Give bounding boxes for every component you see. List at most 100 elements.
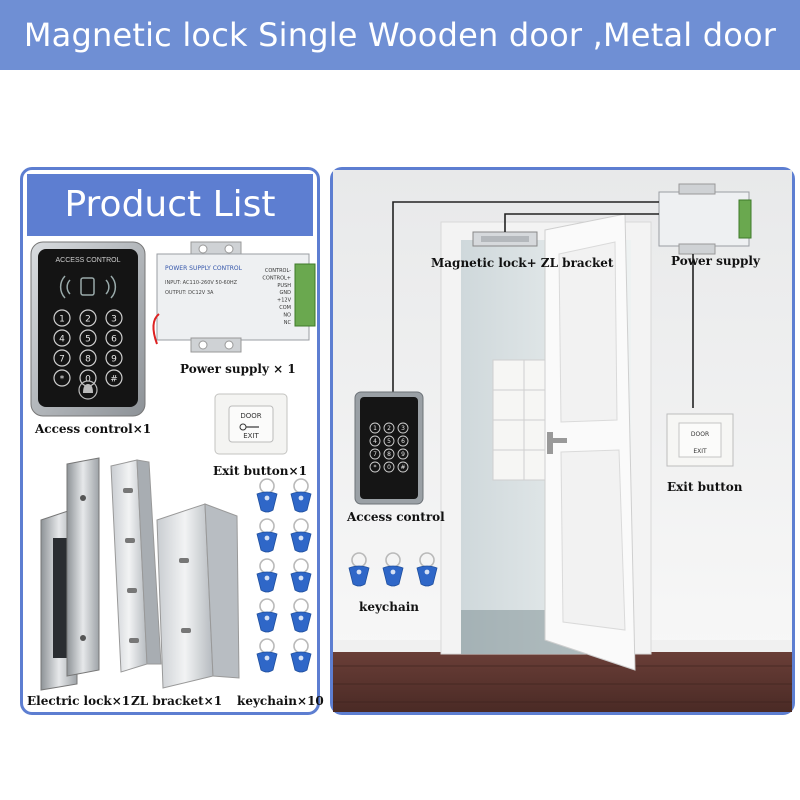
diagram-keypad-key-label: 2 (387, 425, 391, 432)
power-box-terminal-label: NC (284, 320, 292, 326)
keypad-key (53, 309, 71, 327)
keypad-keys: 1 2 3 4 5 6 7 8 9 * 0 # (53, 309, 123, 387)
keypad-key (105, 309, 123, 327)
diagram-keypad-key-label: 1 (373, 425, 377, 432)
keypad-key-label: 9 (111, 355, 117, 365)
diagram-keypad-key-label: 4 (373, 438, 377, 445)
keypad-key-label: 6 (111, 335, 117, 345)
keypad-key (53, 369, 71, 387)
diagram-keypad-key (369, 461, 381, 473)
power-box-terminal-label: GND (280, 290, 292, 296)
diagram-keypad-key (383, 448, 395, 460)
keychain-fob (256, 598, 278, 633)
diagram-keypad-key-label: 6 (401, 438, 405, 445)
keychain-fob (290, 558, 312, 593)
diagram-keypad-key (383, 435, 395, 447)
label-magnetic-lock: Magnetic lock+ ZL bracket (431, 256, 614, 270)
caption-zl-bracket: ZL bracket×1 (131, 694, 223, 708)
diagram-keypad-key-label: * (374, 464, 377, 471)
diagram-keypad-key (369, 448, 381, 460)
keypad-key-label: 7 (59, 355, 65, 365)
keypad-key (105, 349, 123, 367)
diagram-keypad-key-label: 3 (401, 425, 405, 432)
power-box-output: OUTPUT: DC12V 3A (165, 290, 214, 296)
diagram-keypad-key (397, 422, 409, 434)
power-box-terminal-label: CONTROL+ (262, 275, 291, 281)
electric-lock-image (40, 457, 100, 691)
diagram-keychain-fob (382, 552, 404, 587)
power-box-terminal-label: NO (283, 312, 291, 318)
power-supply-image: POWER SUPPLY CONTROL INPUT: AC110-260V 5… (152, 241, 316, 353)
keypad-key (105, 369, 123, 387)
keypad-key-label: 2 (85, 315, 91, 325)
keypad-key (53, 349, 71, 367)
diagram-keypad-key (369, 422, 381, 434)
keychain-fobs-image (256, 478, 312, 673)
label-power-supply: Power supply (671, 254, 760, 268)
keychain-fob (256, 558, 278, 593)
product-list-panel: Product List ACCESS CONTROL 1 2 3 4 5 6 7 8 9 * 0 #… (20, 167, 324, 715)
caption-exit-button: Exit button×1 (213, 464, 307, 478)
keypad-key-label: 4 (59, 335, 65, 345)
diagram-keypad-key-label: 0 (387, 464, 391, 471)
keychain-fob (290, 478, 312, 513)
keypad-key-label: 3 (111, 315, 117, 325)
keypad-header-text: ACCESS CONTROL (56, 257, 121, 264)
keychain-fob (256, 518, 278, 553)
diagram-keypad-key-label: # (400, 464, 405, 471)
caption-electric-lock: Electric lock×1 (27, 694, 131, 708)
keychain-fob (256, 478, 278, 513)
diagram-keypad-key-label: 5 (387, 438, 391, 445)
diagram-keypad-key-label: 8 (387, 451, 391, 458)
keychain-fob (290, 518, 312, 553)
power-box-terminal-label: COM (279, 305, 291, 311)
power-box-input: INPUT: AC110-260V 50-60HZ (165, 280, 238, 286)
diagram-keychains (348, 552, 438, 587)
power-box-terminal-label: CONTROL- (265, 268, 291, 274)
diagram-keypad-key (397, 448, 409, 460)
keypad-key (79, 309, 97, 327)
keychain-fob (290, 638, 312, 673)
keypad-key (79, 329, 97, 347)
caption-access-control: Access control×1 (35, 422, 152, 436)
exit-plate-exit-text: EXIT (243, 432, 259, 440)
power-box-terminal-label: PUSH (277, 283, 291, 289)
keypad-key-label: 0 (85, 375, 91, 385)
caption-keychain: keychain×10 (237, 694, 324, 708)
diagram-keypad-keys: 1 2 3 4 5 6 7 8 9 * 0 # (369, 422, 409, 473)
keypad-key (105, 329, 123, 347)
access-control-keypad-image: ACCESS CONTROL 1 2 3 4 5 6 7 8 9 * 0 # (30, 241, 146, 417)
power-box-terminal-label: +12V (277, 298, 292, 304)
label-keychain: keychain (359, 600, 420, 614)
keychain-fob (290, 598, 312, 633)
zl-bracket-image (110, 459, 240, 689)
diagram-keypad-key-label: 7 (373, 451, 377, 458)
keypad-key-label: 5 (85, 335, 91, 345)
keypad-key-label: * (60, 375, 65, 385)
caption-power-supply: Power supply × 1 (180, 362, 296, 376)
keypad-key-label: # (110, 375, 118, 385)
banner-title: Magnetic lock Single Wooden door ,Metal … (0, 0, 800, 70)
diagram-keypad-key-label: 9 (401, 451, 405, 458)
exit-button-image: DOOR EXIT (214, 393, 288, 455)
power-box-label: POWER SUPPLY CONTROL (165, 265, 243, 272)
diagram-keychain-fob (416, 552, 438, 587)
keypad-key-label: 8 (85, 355, 91, 365)
keychain-fob (256, 638, 278, 673)
exit-plate-door-text: DOOR (240, 412, 261, 420)
label-exit-button: Exit button (667, 480, 743, 494)
diagram-keypad-key (397, 435, 409, 447)
keypad-key (79, 349, 97, 367)
keypad-key (53, 329, 71, 347)
diagram-exit-door-text: DOOR (691, 431, 709, 438)
diagram-keypad-key (383, 461, 395, 473)
product-list-title: Product List (27, 174, 313, 236)
label-access-control: Access control (347, 510, 445, 524)
keypad-key-label: 1 (59, 315, 65, 325)
diagram-keychain-fob (348, 552, 370, 587)
diagram-keypad-key (397, 461, 409, 473)
diagram-keypad-key (383, 422, 395, 434)
